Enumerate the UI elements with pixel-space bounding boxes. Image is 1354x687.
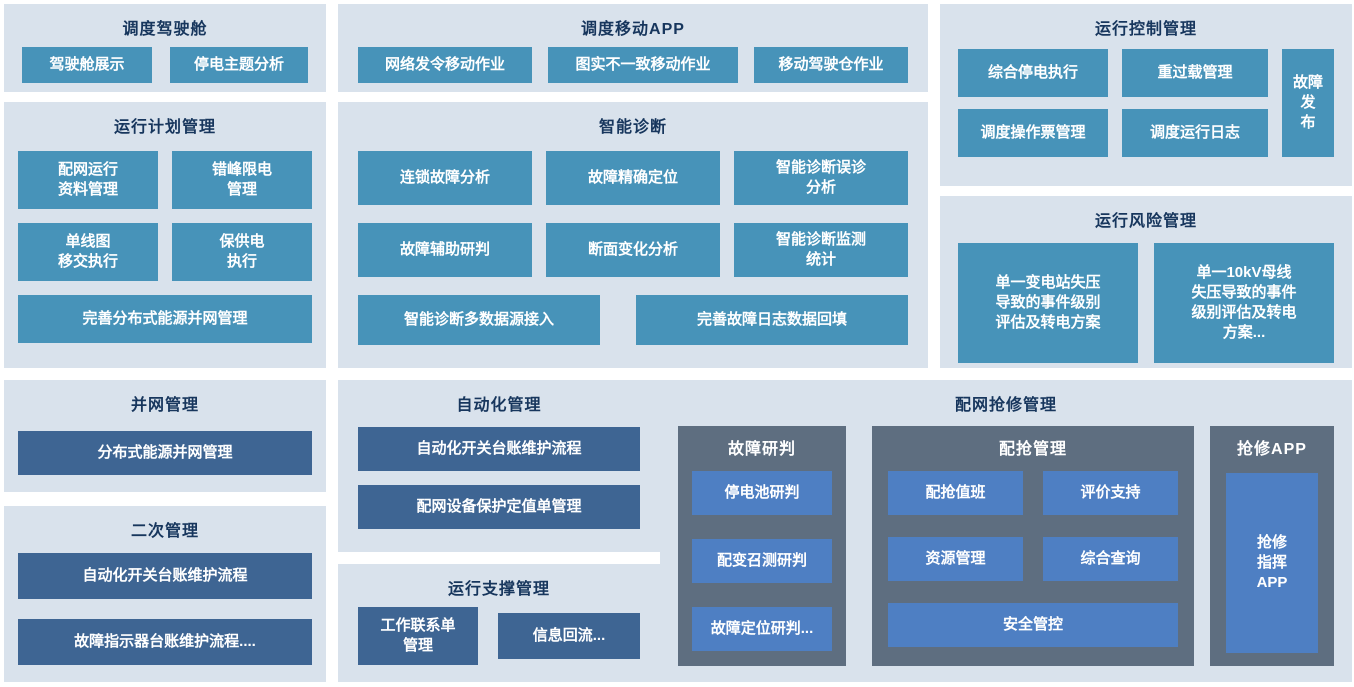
tile-outage-judgement[interactable]: 停电池研判	[692, 471, 832, 515]
tile-transformer-call-test-judgement[interactable]: 配变召测研判	[692, 539, 832, 583]
tile-fault-publish[interactable]: 故障 发 布	[1282, 49, 1334, 157]
panel-dispatch-cockpit: 调度驾驶舱 驾驶舱展示 停电主题分析	[4, 4, 326, 92]
panel-operation-support: 运行支撑管理 工作联系单 管理 信息回流...	[338, 564, 660, 682]
panel-grid-connection: 并网管理 分布式能源并网管理	[4, 380, 326, 492]
tile-substation-voltage-loss-plan[interactable]: 单一变电站失压 导致的事件级别 评估及转电方案	[958, 243, 1138, 363]
panel-secondary-mgmt: 二次管理 自动化开关台账维护流程 故障指示器台账维护流程....	[4, 506, 326, 682]
panel-operation-control: 运行控制管理 综合停电执行 重过载管理 故障 发 布 调度操作票管理 调度运行日…	[940, 4, 1352, 186]
panel-operation-control-title: 运行控制管理	[1094, 21, 1197, 38]
panel-repair-mgmt-title: 配网抢修管理	[954, 397, 1057, 414]
subpanel-repair-app-title: 抢修APP	[1237, 441, 1307, 458]
tile-section-change-analysis[interactable]: 断面变化分析	[546, 223, 720, 277]
tile-fault-precise-location[interactable]: 故障精确定位	[546, 151, 720, 205]
grid-connection-tiles: 分布式能源并网管理	[4, 431, 326, 475]
tile-fault-location-judgement[interactable]: 故障定位研判...	[692, 607, 832, 651]
cockpit-tiles-row: 驾驶舱展示 停电主题分析	[4, 47, 326, 83]
subpanel-repair-app: 抢修APP 抢修 指挥 APP	[1210, 426, 1334, 666]
tile-cockpit-display[interactable]: 驾驶舱展示	[22, 47, 152, 83]
tile-network-order-mobile-work[interactable]: 网络发令移动作业	[358, 47, 532, 83]
subpanel-repair-dispatch-title: 配抢管理	[998, 441, 1067, 458]
tile-distributed-energy-grid-mgmt-improve[interactable]: 完善分布式能源并网管理	[18, 295, 312, 343]
tile-fault-assist-judgement[interactable]: 故障辅助研判	[358, 223, 532, 277]
panel-grid-connection-title: 并网管理	[130, 397, 199, 414]
panel-operation-plan-title: 运行计划管理	[113, 119, 216, 136]
operation-control-grid: 综合停电执行 重过载管理 故障 发 布 调度操作票管理 调度运行日志	[940, 49, 1352, 157]
tile-info-backflow[interactable]: 信息回流...	[498, 613, 640, 659]
panel-operation-plan: 运行计划管理 配网运行 资料管理 错峰限电 管理 单线图 移交执行 保供电 执行…	[4, 102, 326, 368]
tile-peak-shift-limit-mgmt[interactable]: 错峰限电 管理	[172, 151, 312, 209]
panel-dispatch-cockpit-title: 调度驾驶舱	[122, 21, 208, 38]
secondary-tiles: 自动化开关台账维护流程 故障指示器台账维护流程....	[4, 553, 326, 665]
tile-protection-setting-sheet-mgmt[interactable]: 配网设备保护定值单管理	[358, 485, 640, 529]
mobile-tiles-row: 网络发令移动作业 图实不一致移动作业 移动驾驶仓作业	[338, 47, 928, 83]
tile-graph-mismatch-mobile-work[interactable]: 图实不一致移动作业	[548, 47, 738, 83]
panel-repair-mgmt: 配网抢修管理 故障研判 停电池研判 配变召测研判 故障定位研判... 配抢管理 …	[660, 380, 1352, 682]
panel-intelligent-diagnosis-title: 智能诊断	[598, 119, 667, 136]
panel-dispatch-mobile-app: 调度移动APP 网络发令移动作业 图实不一致移动作业 移动驾驶仓作业	[338, 4, 928, 92]
repair-dispatch-grid: 配抢值班 评价支持 资源管理 综合查询 安全管控	[872, 471, 1194, 647]
panel-secondary-mgmt-title: 二次管理	[130, 523, 199, 540]
tile-evaluation-support[interactable]: 评价支持	[1043, 471, 1178, 515]
tile-cascade-fault-analysis[interactable]: 连锁故障分析	[358, 151, 532, 205]
tile-comprehensive-outage-execution[interactable]: 综合停电执行	[958, 49, 1108, 97]
tile-power-supply-guarantee-exec[interactable]: 保供电 执行	[172, 223, 312, 281]
tile-fault-log-backfill[interactable]: 完善故障日志数据回填	[636, 295, 908, 345]
tile-diagnosis-monitor-stats[interactable]: 智能诊断监测 统计	[734, 223, 908, 277]
tile-distributed-energy-grid-connect[interactable]: 分布式能源并网管理	[18, 431, 312, 475]
diagnosis-grid: 连锁故障分析 故障精确定位 智能诊断误诊 分析 故障辅助研判 断面变化分析 智能…	[338, 151, 928, 277]
subpanel-repair-dispatch: 配抢管理 配抢值班 评价支持 资源管理 综合查询 安全管控	[872, 426, 1194, 666]
tile-mobile-cockpit-work[interactable]: 移动驾驶仓作业	[754, 47, 908, 83]
tile-safety-control[interactable]: 安全管控	[888, 603, 1178, 647]
tile-dispatch-duty[interactable]: 配抢值班	[888, 471, 1023, 515]
tile-repair-command-app[interactable]: 抢修 指挥 APP	[1226, 473, 1318, 653]
subpanel-fault-judgement-title: 故障研判	[727, 441, 796, 458]
panel-automation-title: 自动化管理	[456, 397, 542, 414]
tile-10kv-bus-voltage-loss-plan[interactable]: 单一10kV母线 失压导致的事件 级别评估及转电 方案...	[1154, 243, 1334, 363]
tile-single-line-diagram-transfer[interactable]: 单线图 移交执行	[18, 223, 158, 281]
support-tiles-row: 工作联系单 管理 信息回流...	[338, 607, 660, 665]
panel-operation-support-title: 运行支撑管理	[447, 581, 550, 598]
fault-judgement-tiles: 停电池研判 配变召测研判 故障定位研判...	[678, 471, 846, 651]
tile-auto-switch-ledger-flow[interactable]: 自动化开关台账维护流程	[358, 427, 640, 471]
tile-fault-indicator-ledger-flow[interactable]: 故障指示器台账维护流程....	[18, 619, 312, 665]
diagnosis-wide-row: 智能诊断多数据源接入 完善故障日志数据回填	[338, 295, 928, 345]
risk-tiles-row: 单一变电站失压 导致的事件级别 评估及转电方案 单一10kV母线 失压导致的事件…	[940, 243, 1352, 363]
panel-intelligent-diagnosis: 智能诊断 连锁故障分析 故障精确定位 智能诊断误诊 分析 故障辅助研判 断面变化…	[338, 102, 928, 368]
tile-multi-datasource-access[interactable]: 智能诊断多数据源接入	[358, 295, 600, 345]
tile-resource-mgmt[interactable]: 资源管理	[888, 537, 1023, 581]
automation-tiles: 自动化开关台账维护流程 配网设备保护定值单管理	[338, 427, 660, 529]
tile-switch-ledger-maintain-flow[interactable]: 自动化开关台账维护流程	[18, 553, 312, 599]
panel-operation-risk-title: 运行风险管理	[1094, 213, 1197, 230]
tile-operation-ticket-management[interactable]: 调度操作票管理	[958, 109, 1108, 157]
tile-outage-theme-analysis[interactable]: 停电主题分析	[170, 47, 308, 83]
tile-work-contact-sheet-mgmt[interactable]: 工作联系单 管理	[358, 607, 478, 665]
tile-overload-management[interactable]: 重过载管理	[1122, 49, 1268, 97]
tile-misdiagnosis-analysis[interactable]: 智能诊断误诊 分析	[734, 151, 908, 205]
tile-dispatch-operation-log[interactable]: 调度运行日志	[1122, 109, 1268, 157]
operation-plan-grid: 配网运行 资料管理 错峰限电 管理 单线图 移交执行 保供电 执行 完善分布式能…	[4, 151, 326, 343]
subpanel-fault-judgement: 故障研判 停电池研判 配变召测研判 故障定位研判...	[678, 426, 846, 666]
tile-grid-operation-data-mgmt[interactable]: 配网运行 资料管理	[18, 151, 158, 209]
panel-operation-risk: 运行风险管理 单一变电站失压 导致的事件级别 评估及转电方案 单一10kV母线 …	[940, 196, 1352, 368]
panel-automation: 自动化管理 自动化开关台账维护流程 配网设备保护定值单管理	[338, 380, 660, 552]
tile-comprehensive-query[interactable]: 综合查询	[1043, 537, 1178, 581]
panel-dispatch-mobile-app-title: 调度移动APP	[581, 21, 685, 38]
